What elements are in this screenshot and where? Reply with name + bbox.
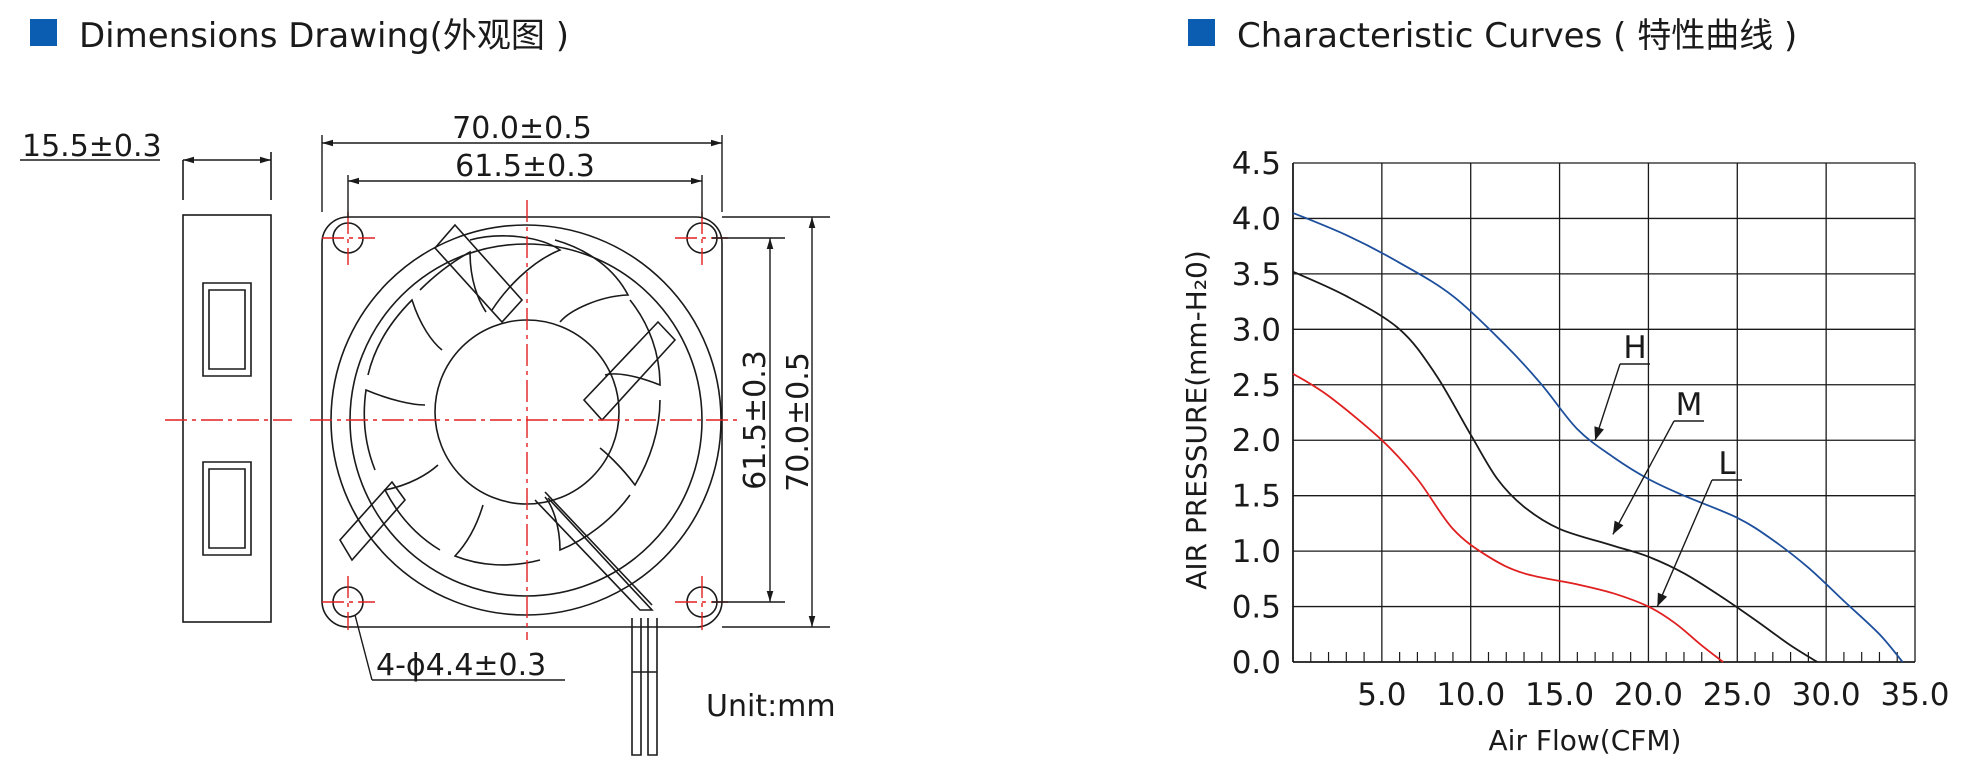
x-tick-label: 35.0 [1880,677,1949,713]
blue-square-bullet-icon [1188,19,1215,46]
x-axis-title: Air Flow(CFM) [1489,724,1682,757]
x-tick-label: 15.0 [1525,677,1594,713]
curves-heading-text: Characteristic Curves ( 特性曲线 ) [1237,16,1798,56]
y-tick-label: 2.0 [1232,423,1281,459]
curve-label-m: M [1676,387,1703,423]
curve-label-leader [1594,363,1621,441]
curve-label-l: L [1718,446,1736,482]
side-view [182,152,272,623]
mounting-hole-dimension: 4-ϕ4.4±0.3 [376,648,546,683]
x-tick-label: 20.0 [1614,677,1683,713]
curves-heading: Characteristic Curves ( 特性曲线 ) [1188,8,1797,57]
y-tick-label: 0.5 [1232,590,1281,626]
overall-width-dimension: 70.0±0.5 [452,111,592,146]
chart-grid [1292,162,1916,663]
y-tick-label: 4.0 [1232,201,1281,237]
curve-label-leader [1656,479,1713,607]
blue-square-bullet-icon [30,19,57,46]
x-tick-label: 25.0 [1703,677,1772,713]
curve-label-arrowhead [1657,592,1668,607]
y-tick-label: 2.5 [1232,368,1281,404]
y-tick-label: 0.0 [1232,645,1281,681]
curve-m [1292,270,1818,663]
dimensions-heading: Dimensions Drawing(外观图 ) [30,8,569,57]
y-tick-label: 3.5 [1232,257,1281,293]
x-tick-label: 10.0 [1436,677,1505,713]
curve-label-leader [1612,420,1675,535]
curve-label-h: H [1623,330,1646,366]
overall-height-dimension: 70.0±0.5 [781,352,816,492]
y-tick-label: 1.5 [1232,479,1281,515]
thickness-dimension: 15.5±0.3 [22,129,162,164]
y-tick-label: 4.5 [1232,146,1281,182]
fan-wires [631,618,658,756]
y-tick-label: 1.0 [1232,534,1281,570]
curve-label-arrowhead [1612,520,1624,535]
unit-label: Unit:mm [706,689,836,724]
y-tick-label: 3.0 [1232,312,1281,348]
hole-width-dimension: 61.5±0.3 [455,149,595,184]
dimensions-heading-text: Dimensions Drawing(外观图 ) [79,16,569,56]
curve-h [1292,212,1904,663]
y-axis-title: AIR PRESSURE(mm-H₂0) [1180,250,1213,590]
curve-l [1292,372,1724,663]
hole-height-dimension: 61.5±0.3 [738,350,773,490]
x-tick-label: 5.0 [1357,677,1406,713]
x-tick-label: 30.0 [1792,677,1861,713]
curve-label-arrowhead [1594,426,1604,441]
